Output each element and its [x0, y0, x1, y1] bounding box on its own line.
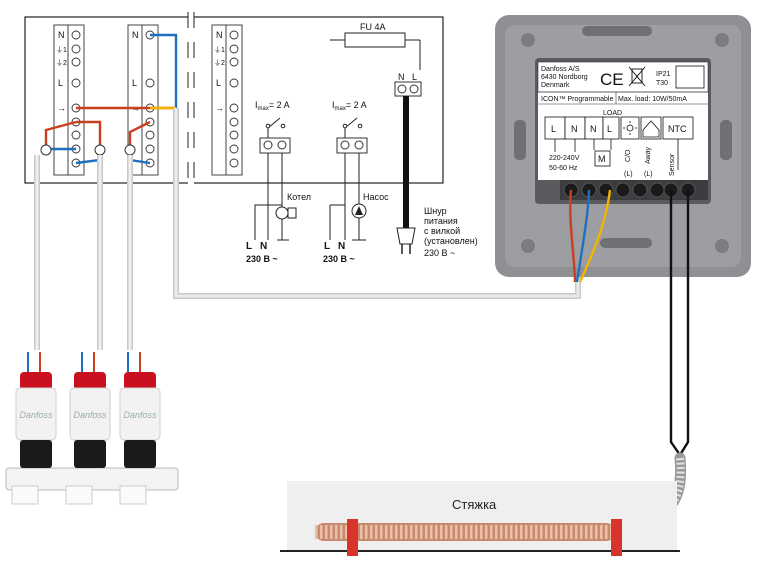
plug-icon [396, 227, 416, 254]
max-load-label: Max. load: 10W/50mA [618, 96, 687, 103]
heating-pipe [315, 523, 615, 541]
thermostat-frame [495, 15, 751, 277]
supply-voltage: 230 В ~ [246, 254, 278, 264]
sun-icon [623, 121, 637, 135]
pump-relay: Imax= 2 A [332, 100, 368, 154]
cord-label: питания [424, 216, 458, 226]
terminal-label: N [398, 72, 405, 82]
away-label: Away [645, 147, 652, 164]
fuse-label: FU 4A [360, 22, 386, 32]
pipe-tie [611, 519, 622, 556]
home-icon [642, 120, 660, 138]
terminal-block-3: N ⏚1 ⏚2 L → [211, 24, 243, 176]
thermostat-label: Danfoss A/S 6430 Nordborg Denmark CE IP2… [537, 61, 709, 105]
terminal-label: ⏚2 [56, 59, 67, 67]
terminal-label: N [132, 30, 139, 40]
pump-label: Насос [363, 192, 389, 202]
supply-voltage: 230 В ~ [323, 254, 355, 264]
thermostat-terminals [560, 180, 708, 200]
terminal-label: L [58, 78, 63, 88]
cord-label: 230 В ~ [424, 248, 455, 258]
load-label: LOAD [603, 110, 622, 117]
screed-label: Стяжка [452, 497, 497, 512]
thermostat-terminal-label: L [551, 124, 556, 134]
maker-label: Danfoss A/S [541, 66, 580, 73]
paren-l: (L) [624, 171, 633, 178]
supply-rating: 50-60 Hz [549, 165, 578, 172]
sensor-cable [669, 190, 690, 456]
supply-label: N [260, 241, 267, 252]
thermostat-schematic [544, 116, 694, 170]
cord-label: (установлен) [424, 236, 478, 246]
supply-label: L [324, 241, 330, 252]
boiler-icon [275, 206, 297, 220]
thermostat-terminal-label: L [607, 124, 612, 134]
terminal-label: → [215, 103, 224, 113]
terminal-label: L [216, 78, 221, 88]
weee-bin-icon [628, 66, 646, 87]
terminal-label: L [132, 78, 137, 88]
ce-mark: CE [600, 70, 624, 89]
model-label: ICON™ Programmable [541, 96, 613, 103]
boiler-label: Котел [287, 192, 311, 202]
cord-label: Шнур [424, 206, 447, 216]
pump-icon [351, 203, 367, 219]
terminal-label: N [216, 30, 223, 40]
sensor-label: Sensor [669, 153, 676, 176]
manifold [5, 467, 179, 505]
thermostat-wires [569, 189, 612, 283]
terminal-label: ⏚1 [56, 46, 67, 54]
pump-circuit [329, 153, 366, 241]
terminal-label: N [58, 30, 65, 40]
actuator-brand: Danfoss [123, 410, 157, 420]
actuator-brand: Danfoss [73, 410, 107, 420]
actuator-1: Danfoss [15, 352, 57, 468]
thermostat-terminal-label: N [590, 124, 597, 134]
thermostat-terminal-label: NTC [668, 124, 687, 134]
maker-label: Denmark [541, 82, 570, 89]
actuator-cables [34, 155, 133, 350]
motor-label: M [598, 154, 606, 164]
thermostat-terminal-label: N [571, 124, 578, 134]
rating-label: T30 [656, 80, 668, 87]
maker-label: 6430 Nordborg [541, 74, 588, 81]
pipe-tie [347, 519, 358, 556]
rating-label: IP21 [656, 71, 671, 78]
co-label: C/O [625, 149, 632, 162]
supply-rating: 220-240V [549, 155, 580, 162]
fuse: FU 4A [330, 22, 420, 48]
terminal-label: ⏚2 [214, 59, 225, 67]
cord-label: с вилкой [424, 226, 460, 236]
paren-l: (L) [644, 171, 653, 178]
terminal-label: → [57, 103, 66, 113]
terminal-block-1: N ⏚1 ⏚2 L → [53, 24, 85, 176]
actuator-brand: Danfoss [19, 410, 53, 420]
terminal-label: ⏚1 [214, 46, 225, 54]
actuator-3: Danfoss [119, 352, 161, 468]
supply-label: N [338, 241, 345, 252]
power-cord [403, 96, 409, 228]
boiler-relay: Imax= 2 A [255, 100, 291, 154]
actuator-2: Danfoss [69, 352, 111, 468]
terminal-label: L [412, 72, 417, 82]
supply-label: L [246, 241, 252, 252]
